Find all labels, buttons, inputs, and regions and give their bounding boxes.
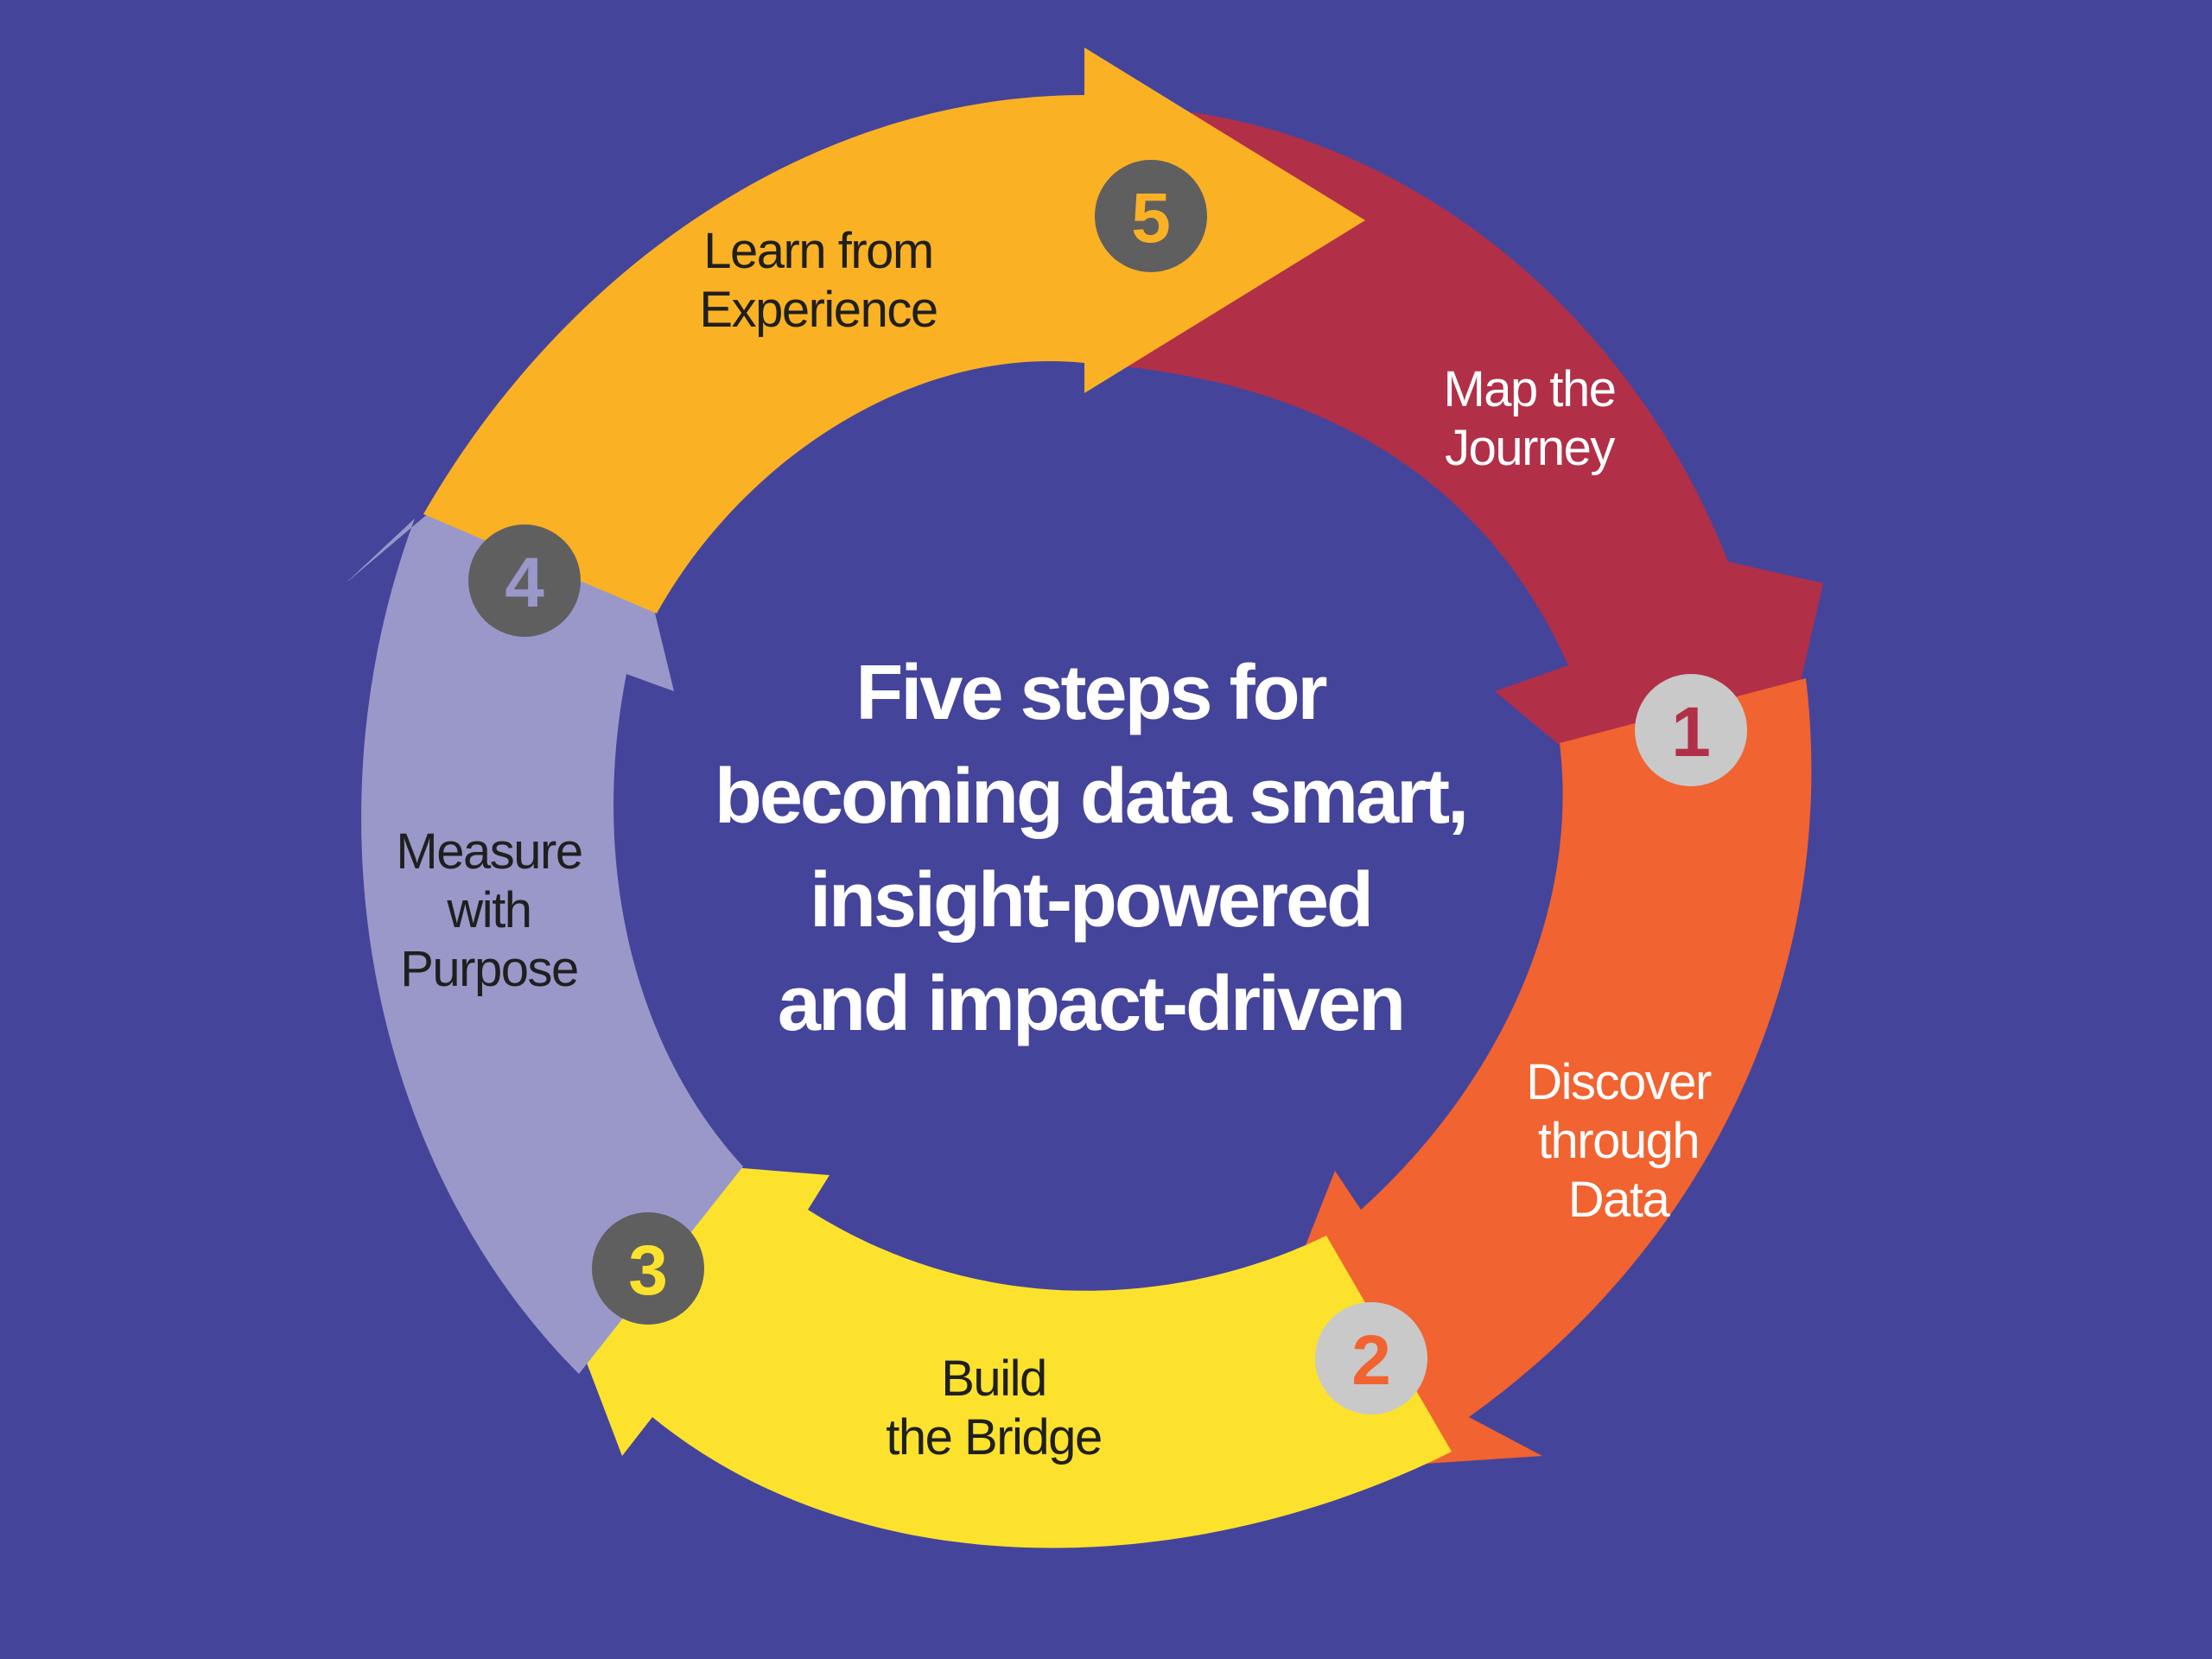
label-step-2-line-3: Data (1568, 1172, 1671, 1228)
label-step-1-line-1: Map the (1443, 361, 1615, 417)
arrow-step-3 (505, 1149, 1452, 1548)
badge-step-3-circle (592, 1212, 704, 1325)
label-step-1: Map the Journey (1443, 361, 1617, 476)
label-step-5: Learn from Experience (699, 223, 938, 338)
badge-step-2-circle (1315, 1302, 1427, 1414)
arrow-step-2 (1214, 678, 1812, 1478)
label-step-5-line-2: Experience (699, 282, 937, 338)
badge-step-1-circle (1635, 674, 1747, 786)
center-title-line-4: and impact-driven (778, 961, 1403, 1047)
center-title-line-3: insight-powered (810, 857, 1371, 944)
arrow-step-4 (346, 372, 743, 1374)
label-step-4-line-2: with (446, 882, 531, 938)
badge-step-3-number: 3 (628, 1231, 668, 1310)
label-step-3-line-1: Build (941, 1351, 1046, 1407)
badge-step-2: 2 (1315, 1302, 1427, 1414)
badge-step-5: 5 (1095, 160, 1207, 272)
label-step-1-line-2: Journey (1445, 420, 1615, 476)
label-step-5-line-1: Learn from (703, 223, 932, 279)
badge-step-3: 3 (592, 1212, 704, 1325)
center-title-line-2: becoming data smart, (715, 753, 1466, 840)
label-step-2-line-1: Discover (1526, 1054, 1712, 1110)
label-step-3: Build the Bridge (886, 1351, 1103, 1465)
center-title-line-1: Five steps for (855, 650, 1326, 736)
label-step-2-line-2: through (1538, 1113, 1699, 1169)
label-step-4-line-3: Purpose (400, 941, 578, 997)
label-step-4-line-1: Measure (396, 823, 582, 880)
label-step-4: Measure with Purpose (396, 823, 583, 997)
badge-step-5-number: 5 (1131, 179, 1171, 257)
badge-step-4-circle (468, 524, 581, 637)
badge-step-1-number: 1 (1671, 693, 1711, 772)
label-step-3-line-2: the Bridge (886, 1409, 1101, 1465)
badge-step-2-number: 2 (1351, 1321, 1391, 1400)
badge-step-5-circle (1095, 160, 1207, 272)
label-step-2: Discover through Data (1526, 1054, 1713, 1228)
badge-step-4-number: 4 (505, 543, 544, 622)
arrow-step-1 (1084, 112, 1823, 903)
badge-step-1: 1 (1635, 674, 1747, 786)
badge-step-4: 4 (468, 524, 581, 637)
center-title: Five steps for becoming data smart, insi… (715, 650, 1469, 1047)
